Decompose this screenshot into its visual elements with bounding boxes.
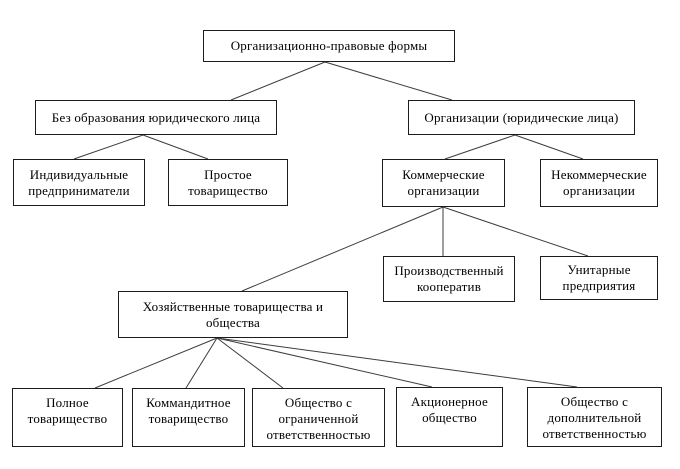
edge-business-limited: [185, 337, 218, 389]
edge-noLegalEntity-simple: [142, 134, 209, 160]
node-noncommercial-orgs: Некоммерческие организации: [540, 159, 658, 207]
node-simple-partnership: Простое товарищество: [168, 159, 288, 206]
node-org-legal-forms: Организационно-правовые формы: [203, 30, 455, 62]
edge-legalEntities-commercial: [444, 134, 516, 160]
edge-business-alc: [216, 337, 578, 388]
node-individual-entrepreneurs: Индивидуальные предприниматели: [13, 159, 145, 206]
edge-root-noLegalEntity: [230, 61, 326, 101]
node-additional-liability-company: Общество с дополнительной ответственност…: [527, 387, 662, 447]
node-joint-stock-company: Акционерное общество: [396, 387, 503, 447]
node-legal-entities: Организации (юридические лица): [408, 100, 635, 135]
edge-business-jsc: [216, 337, 433, 388]
node-full-partnership: Полное товарищество: [12, 388, 123, 447]
edge-noLegalEntity-individual: [73, 134, 144, 160]
node-business-partnerships-societies: Хозяйственные товарищества и общества: [118, 291, 348, 338]
edge-commercial-unitary: [442, 206, 589, 257]
node-unitary-enterprises: Унитарные предприятия: [540, 256, 658, 300]
edge-commercial-business: [241, 206, 444, 292]
edge-legalEntities-noncommercial: [514, 134, 584, 160]
edge-business-full: [94, 337, 218, 389]
edge-root-legalEntities: [324, 61, 453, 101]
edge-business-llc: [216, 337, 284, 389]
node-limited-partnership: Коммандитное товарищество: [132, 388, 245, 447]
node-production-cooperative: Производственный кооператив: [383, 256, 515, 302]
node-without-legal-entity: Без образования юридического лица: [35, 100, 277, 135]
node-limited-liability-company: Общество с ограниченной ответственностью: [252, 388, 385, 447]
node-commercial-orgs: Коммерческие организации: [382, 159, 505, 207]
